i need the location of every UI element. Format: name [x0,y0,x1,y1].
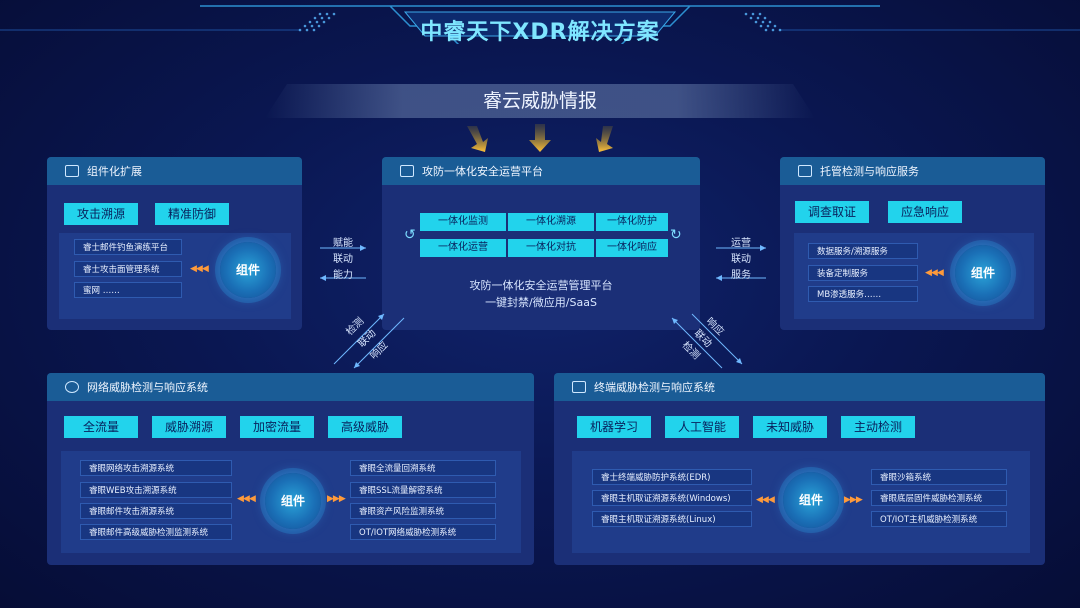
list-item: 睿眼邮件高级威胁检测监测系统 [80,524,232,540]
swap-icon [400,165,414,177]
link-text-operation: 运营 [731,238,751,249]
arrow-right-icon: ▶▶▶ [327,494,346,504]
panel-title: 终端威胁检测与响应系统 [594,381,715,394]
tag-investigation: 调查取证 [795,201,869,223]
header-decoration [0,5,1080,44]
component-extension-panel: 组件化扩展 攻击溯源 精准防御 睿士邮件钓鱼演练平台 睿士攻击面管理系统 蜜网 … [47,157,302,330]
link-text-ability: 能力 [333,270,353,281]
list-item: MB渗透服务…… [808,286,918,302]
list-item: 数据服务/溯源服务 [808,243,918,259]
link-arrows-right [716,245,766,281]
flow-operate: 一体化运营 [420,239,506,257]
panel-title: 网络威胁检测与响应系统 [87,381,208,394]
page-title: 中睿天下XDR解决方案 [420,20,660,45]
list-item: 蜜网 …… [74,282,182,298]
tag-machine-learning: 机器学习 [577,416,651,438]
list-item: 睿眼SSL流量解密系统 [350,482,496,498]
arrow-left-icon: ◀◀◀ [237,494,256,504]
panel-title-bar: 终端威胁检测与响应系统 [554,373,1045,401]
tag-full-traffic: 全流量 [64,416,138,438]
endpoint-detection-panel: 终端威胁检测与响应系统 机器学习 人工智能 未知威胁 主动检测 睿士终端威胁防护… [554,373,1045,565]
list-item: 睿眼WEB攻击溯源系统 [80,482,232,498]
diag-arrows-left [333,313,405,369]
platform-subdesc: 一键封禁/微应用/SaaS [485,296,597,309]
tag-unknown-threat: 未知威胁 [753,416,827,438]
list-item: 睿士终端威胁防护系统(EDR) [592,469,752,485]
network-detection-panel: 网络威胁检测与响应系统 全流量 威胁溯源 加密流量 高级威胁 睿眼网络攻击溯源系… [47,373,534,565]
tag-precise-defense: 精准防御 [155,203,229,225]
arrow-right-icon: ▶▶▶ [844,495,863,505]
arrow-down-right-icon [596,126,613,152]
link-arrows-left [320,245,366,281]
panel-title-bar: 网络威胁检测与响应系统 [47,373,534,401]
arrow-down-icon [529,124,551,152]
component-hub: 组件 [220,242,276,298]
list-item: 睿眼底层固件威胁检测系统 [871,490,1007,506]
list-item: 睿眼网络攻击溯源系统 [80,460,232,476]
platform-panel: 攻防一体化安全运营平台 一体化监测 一体化溯源 一体化防护 一体化运营 一体化对… [382,157,700,330]
component-hub: 组件 [783,472,839,528]
threat-intel-banner: 睿云威胁情报 [265,84,815,118]
link-text-linkage: 联动 [731,254,751,265]
tag-attack-trace: 攻击溯源 [64,203,138,225]
flow-trace: 一体化溯源 [508,213,594,231]
platform-desc: 攻防一体化安全运营管理平台 [469,279,613,292]
tag-emergency: 应急响应 [888,201,962,223]
arrow-down-left-icon [467,126,488,152]
flow-confront: 一体化对抗 [508,239,594,257]
list-item: 睿眼沙箱系统 [871,469,1007,485]
flow-protect: 一体化防护 [596,213,668,231]
panel-title: 托管检测与响应服务 [820,165,919,178]
window-icon [65,165,79,177]
component-hub: 组件 [265,473,321,529]
list-item: OT/IOT主机威胁检测系统 [871,511,1007,527]
tag-encrypted-traffic: 加密流量 [240,416,314,438]
panel-title-bar: 托管检测与响应服务 [780,157,1045,185]
arrow-left-icon: ◀◀◀ [190,264,209,274]
link-text-service: 服务 [731,270,751,281]
component-hub: 组件 [955,245,1011,301]
panel-title-bar: 攻防一体化安全运营平台 [382,157,700,185]
flow-monitor: 一体化监测 [420,213,506,231]
list-item: 睿士邮件钓鱼演练平台 [74,239,182,255]
intel-arrows [467,124,613,152]
cycle-arrow-right-icon: ↻ [670,227,682,243]
panel-title: 组件化扩展 [87,165,142,178]
tag-active-detection: 主动检测 [841,416,915,438]
arrow-left-icon: ◀◀◀ [756,495,775,505]
link-text-empower: 赋能 [333,238,353,249]
link-text-linkage: 联动 [333,254,353,265]
list-item: 睿士攻击面管理系统 [74,261,182,277]
list-item: 睿眼邮件攻击溯源系统 [80,503,232,519]
managed-service-panel: 托管检测与响应服务 调查取证 应急响应 数据服务/溯源服务 装备定制服务 MB渗… [780,157,1045,330]
tag-threat-trace: 威胁溯源 [152,416,226,438]
list-item: OT/IOT网络威胁检测系统 [350,524,496,540]
flow-respond: 一体化响应 [596,239,668,257]
cycle-arrow-left-icon: ↺ [404,227,416,243]
tag-ai: 人工智能 [665,416,739,438]
list-item: 睿眼主机取证溯源系统(Windows) [592,490,752,506]
list-item: 睿眼资产风险监测系统 [350,503,496,519]
list-item: 睿眼主机取证溯源系统(Linux) [592,511,752,527]
toolbox-icon [798,165,812,177]
endpoint-icon [572,381,586,393]
list-item: 睿眼全流量回溯系统 [350,460,496,476]
panel-title-bar: 组件化扩展 [47,157,302,185]
arrow-left-icon: ◀◀◀ [925,268,944,278]
diag-arrows-right [671,313,743,369]
globe-shield-icon [65,381,79,393]
tag-advanced-threat: 高级威胁 [328,416,402,438]
panel-title: 攻防一体化安全运营平台 [422,165,543,178]
list-item: 装备定制服务 [808,265,918,281]
